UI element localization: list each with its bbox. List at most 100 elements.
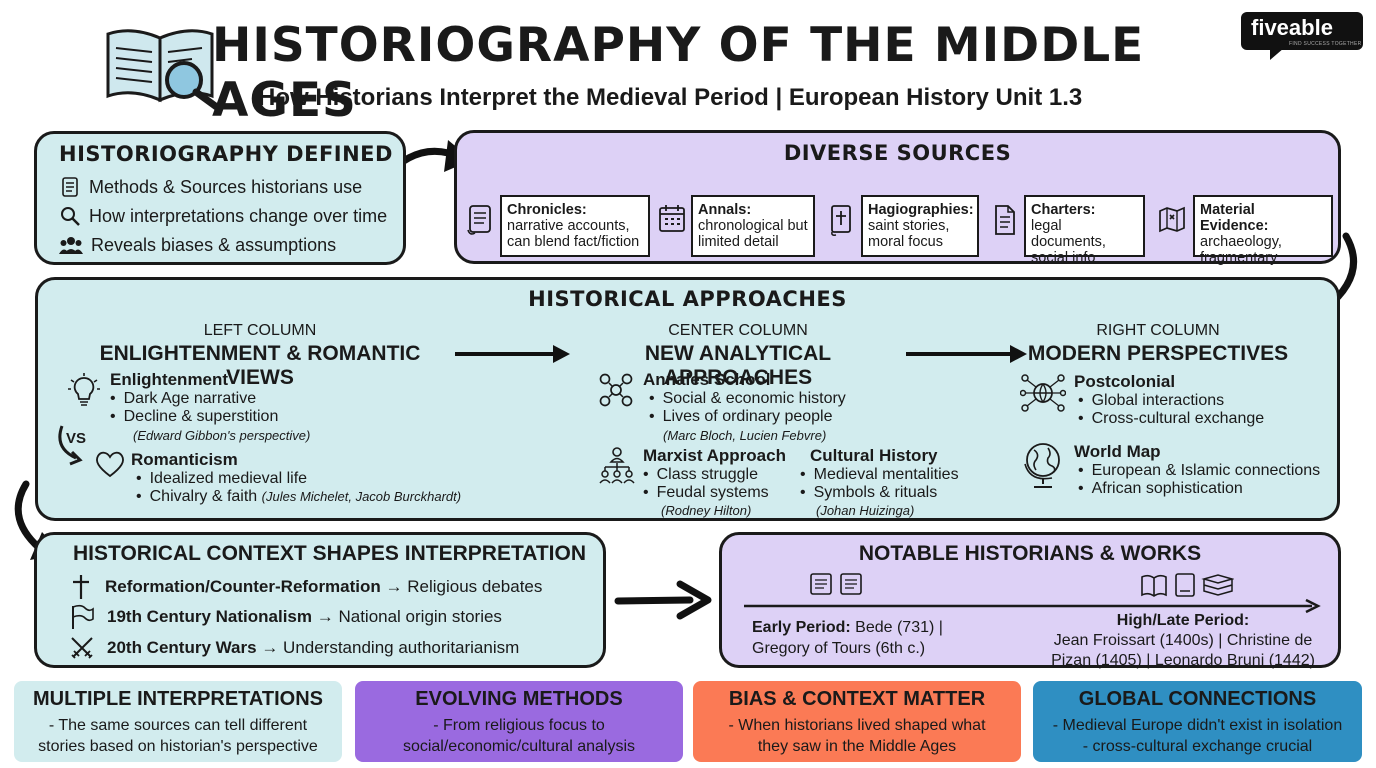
book-magnifier-icon xyxy=(102,22,226,112)
late-period-line2: Pizan (1405) | Leonardo Bruni (1442) xyxy=(1051,652,1315,669)
defined-item-text: How interpretations change over time xyxy=(89,205,388,226)
source-card-material-evidence: Material Evidence: archaeology, fragment… xyxy=(1193,195,1333,266)
arrow-center-to-right xyxy=(906,345,1027,363)
early-period-line1: Bede (731) | xyxy=(855,619,943,636)
defined-item: Reveals biases & assumptions xyxy=(59,234,336,256)
approaches-title: HISTORICAL APPROACHES xyxy=(528,287,847,311)
scrolls-icon xyxy=(810,573,862,595)
late-period-label: High/Late Period: xyxy=(1116,612,1250,629)
context-item-text: 20th Century Wars → Understanding author… xyxy=(107,638,519,658)
romanticism-point: Chivalry & faith (Jules Michelet, Jacob … xyxy=(136,488,461,506)
annales-point: Social & economic history xyxy=(649,390,846,408)
source-card-annals: Annals: chronological but limited detail xyxy=(691,195,815,257)
takeaway-multiple-interpretations: MULTIPLE INTERPRETATIONS - The same sour… xyxy=(14,681,342,762)
source-card-chronicles: Chronicles: narrative accounts, can blen… xyxy=(500,195,650,257)
enlightenment-title: Enlightenment xyxy=(110,370,229,389)
center-column-head: CENTER COLUMN xyxy=(668,322,808,339)
defined-item: Methods & Sources historians use xyxy=(59,176,362,198)
cultural-point: Medieval mentalities xyxy=(800,466,959,484)
source-card-charters: Charters: legal documents, social info xyxy=(1024,195,1145,266)
hierarchy-icon xyxy=(599,447,635,484)
document-icon xyxy=(995,205,1015,235)
annales-title: Annales School xyxy=(643,370,771,389)
marxist-point: Feudal systems xyxy=(643,484,769,502)
source-name: Charters: xyxy=(1031,202,1096,218)
marxist-point: Class struggle xyxy=(643,466,758,484)
defined-item-text: Reveals biases & assumptions xyxy=(91,234,337,255)
postcolonial-title: Postcolonial xyxy=(1074,372,1176,391)
cultural-title: Cultural History xyxy=(810,446,938,465)
enlightenment-note: (Edward Gibbon's perspective) xyxy=(133,428,311,443)
timeline-arrow xyxy=(744,598,1321,614)
magnifier-icon xyxy=(61,207,80,226)
defined-title: HISTORIOGRAPHY DEFINED xyxy=(59,142,393,166)
source-desc: legal documents, social info xyxy=(1031,218,1106,266)
annales-point: Lives of ordinary people xyxy=(649,408,833,426)
flag-icon xyxy=(72,604,94,629)
historical-context-panel: HISTORICAL CONTEXT SHAPES INTERPRETATION… xyxy=(34,532,606,668)
calendar-icon xyxy=(659,205,685,232)
diverse-sources-panel: DIVERSE SOURCES Chronicles: narrative ac… xyxy=(454,130,1341,266)
romanticism-title: Romanticism xyxy=(131,450,238,469)
source-desc: narrative accounts, can blend fact/ficti… xyxy=(507,218,640,250)
brand-logo[interactable]: fiveable FIND SUCCESS TOGETHER xyxy=(1241,12,1363,50)
late-period-line1: Jean Froissart (1400s) | Christine de xyxy=(1053,632,1313,649)
early-period-line2: Gregory of Tours (6th c.) xyxy=(752,640,926,657)
curved-arrow-icon xyxy=(58,425,83,466)
takeaway-title: EVOLVING METHODS xyxy=(415,688,623,710)
postcolonial-point: Global interactions xyxy=(1078,392,1225,410)
takeaway-desc: - Medieval Europe didn't exist in isolat… xyxy=(1033,715,1362,757)
marxist-title: Marxist Approach xyxy=(643,446,786,465)
takeaway-line: social/economic/cultural analysis xyxy=(402,738,636,755)
historiography-defined-panel: HISTORIOGRAPHY DEFINED Methods & Sources… xyxy=(34,131,406,265)
context-item: Reformation/Counter-Reformation → Religi… xyxy=(69,573,542,601)
left-column-title: ENLIGHTENMENT & ROMANTIC VIEWS xyxy=(99,342,421,389)
center-column-title: NEW ANALYTICAL APPROACHES xyxy=(644,342,832,389)
context-item-bold: Reformation/Counter-Reformation xyxy=(105,577,381,596)
context-title: HISTORICAL CONTEXT SHAPES INTERPRETATION xyxy=(73,542,586,565)
defined-item-text: Methods & Sources historians use xyxy=(89,176,363,197)
source-desc: saint stories, moral focus xyxy=(868,218,950,250)
takeaway-line: - From religious focus to xyxy=(433,717,605,734)
takeaway-line: - The same sources can tell different xyxy=(48,717,308,734)
takeaway-desc: - From religious focus to social/economic… xyxy=(355,715,683,757)
books-icon xyxy=(1141,573,1234,597)
globe-icon xyxy=(1024,443,1060,488)
romanticism-point: Idealized medieval life xyxy=(136,470,307,488)
takeaway-line: they saw in the Middle Ages xyxy=(757,738,957,755)
context-item-bold: 20th Century Wars xyxy=(107,638,257,657)
cultural-point: Symbols & rituals xyxy=(800,484,938,502)
people-icon xyxy=(59,237,83,254)
context-item: 20th Century Wars → Understanding author… xyxy=(69,635,519,661)
takeaway-line: - Medieval Europe didn't exist in isolat… xyxy=(1052,717,1343,734)
cultural-note: (Johan Huizinga) xyxy=(816,503,915,518)
early-period-label: Early Period: xyxy=(752,619,851,636)
takeaway-title: GLOBAL CONNECTIONS xyxy=(1078,688,1317,710)
scroll-icon xyxy=(467,205,491,235)
cross-icon xyxy=(73,575,89,599)
takeaway-title: BIAS & CONTEXT MATTER xyxy=(728,688,986,710)
takeaway-title: MULTIPLE INTERPRETATIONS xyxy=(33,688,323,710)
context-item-rest: → Understanding authoritarianism xyxy=(261,638,520,657)
worldmap-title: World Map xyxy=(1074,442,1161,461)
heart-icon xyxy=(96,451,124,478)
enlightenment-point: Decline & superstition xyxy=(110,408,279,426)
page-subtitle: How Historians Interpret the Medieval Pe… xyxy=(258,84,1083,111)
annales-note: (Marc Bloch, Lucien Febvre) xyxy=(663,428,827,443)
logo-tagline: FIND SUCCESS TOGETHER xyxy=(1289,41,1362,47)
page-title: HISTORIOGRAPHY OF THE MIDDLE AGES xyxy=(212,18,1145,128)
early-period: Early Period: Bede (731) | Gregory of To… xyxy=(752,617,943,659)
takeaway-evolving-methods: EVOLVING METHODS - From religious focus … xyxy=(355,681,683,762)
swords-icon xyxy=(71,637,93,659)
takeaway-bias-context: BIAS & CONTEXT MATTER - When historians … xyxy=(693,681,1021,762)
source-name: Material Evidence: xyxy=(1200,202,1269,234)
bible-icon xyxy=(831,205,851,236)
context-item-text: 19th Century Nationalism → National orig… xyxy=(107,607,502,627)
notable-historians-panel: NOTABLE HISTORIANS & WORKS Early Period:… xyxy=(719,532,1341,669)
takeaway-global-connections: GLOBAL CONNECTIONS - Medieval Europe did… xyxy=(1033,681,1362,762)
source-name: Chronicles: xyxy=(507,202,587,218)
romanticism-note: (Jules Michelet, Jacob Burckhardt) xyxy=(261,489,462,504)
historians-title: NOTABLE HISTORIANS & WORKS xyxy=(858,542,1202,565)
